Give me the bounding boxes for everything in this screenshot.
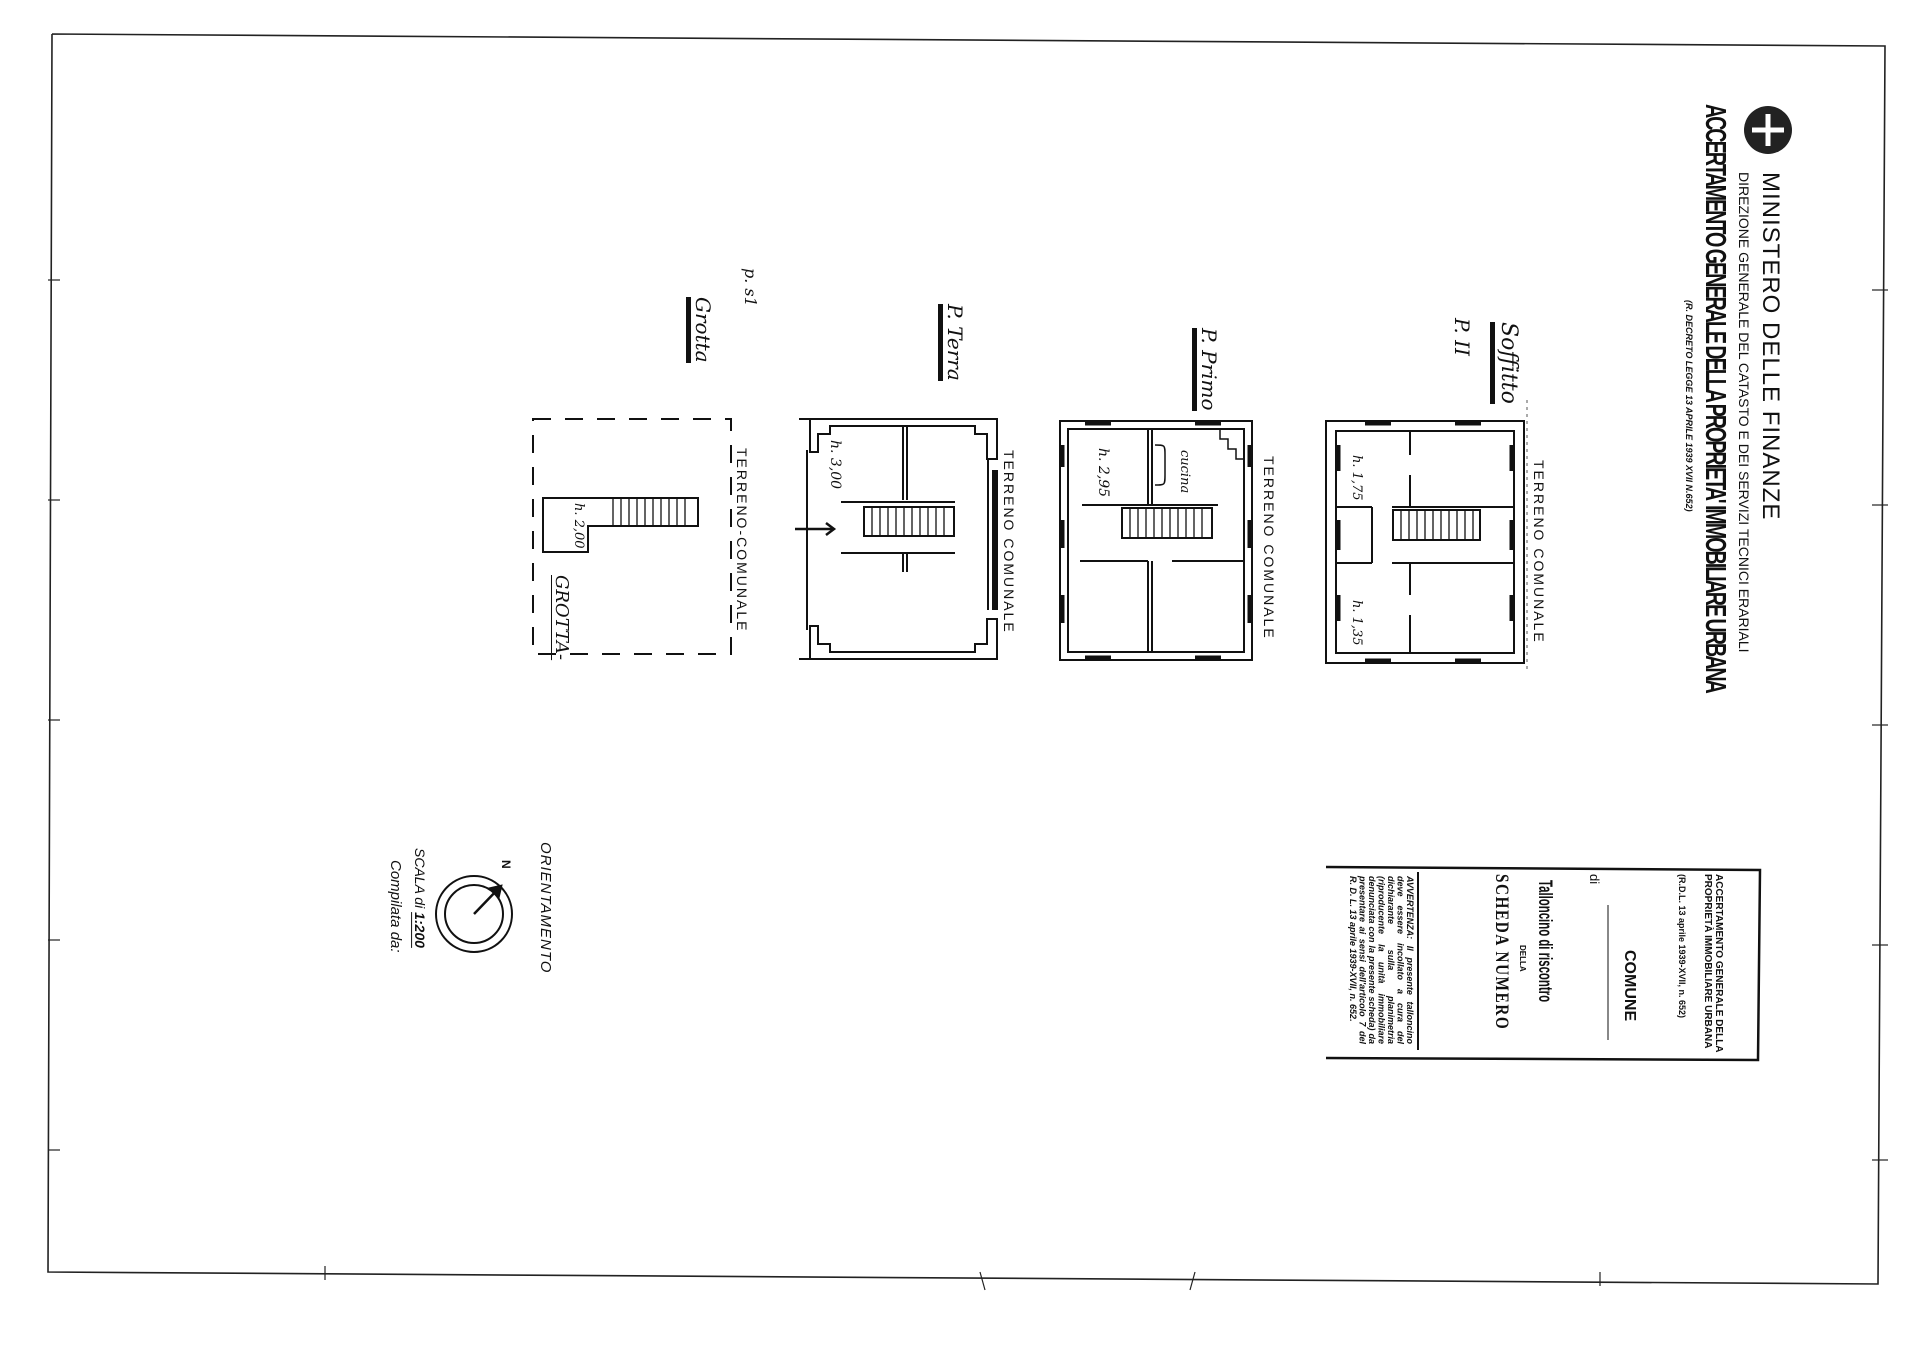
- talloncino-title: Talloncino di riscontro: [1534, 880, 1555, 1003]
- talloncino-line2: PROPRIETÀ IMMOBILIARE URBANA: [1702, 874, 1713, 1049]
- di-label: di: [1587, 874, 1602, 885]
- scale-value: 1:200: [412, 912, 428, 948]
- height-label: h. 2,00: [571, 503, 586, 549]
- document-title: ACCERTAMENTO GENERALE DELLA PROPRIETA' I…: [1699, 104, 1731, 692]
- floor-label-primo: P. Primo: [1192, 328, 1221, 411]
- height-label: h. 1,35: [1349, 600, 1364, 646]
- floor-plan-terra: [795, 418, 998, 660]
- scale-prefix: SCALA di: [412, 848, 428, 909]
- talloncino-box: [1325, 865, 1762, 1062]
- boundary-label-terra: TERRENO COMUNALE: [1001, 450, 1017, 634]
- directorate-name: DIREZIONE GENERALE DEL CATASTO E DEI SER…: [1736, 172, 1752, 653]
- ministry-name: MINISTERO DELLE FINANZE: [1757, 172, 1784, 521]
- talloncino-decree: (R.D.L. 13 aprile 1939-XVII, n. 652): [1677, 874, 1687, 1019]
- state-emblem-icon: [1744, 106, 1792, 154]
- decree-reference: (R. DECRETO LEGGE 13 APRILE 1939 XVII N.…: [1684, 300, 1694, 512]
- floor-label-soffitto: Soffitto: [1490, 322, 1521, 404]
- border-ticks: [48, 279, 1888, 1291]
- compiled-by-label: Compilata da:: [387, 860, 404, 953]
- floor-plan-grotta: [532, 418, 732, 655]
- scheda-numero-label: SCHEDA NUMERO: [1491, 874, 1512, 1031]
- floor-label-terra: P. Terra: [938, 304, 967, 381]
- boundary-label-primo: TERRENO COMUNALE: [1261, 456, 1277, 640]
- floor-plan-primo: [1059, 420, 1253, 661]
- talloncino-warning: AVVERTENZA: Il presente talloncino deve …: [1348, 876, 1415, 1044]
- orientation-label: ORIENTAMENTO: [537, 842, 554, 974]
- comune-label: COMUNE: [1621, 950, 1638, 1022]
- height-label: h. 3,00: [827, 440, 843, 490]
- floor-plan-soffitto: [1325, 420, 1525, 664]
- height-label: h. 2,95: [1095, 448, 1111, 498]
- north-label: N: [499, 860, 513, 869]
- sheet-border: [47, 33, 1886, 1285]
- boundary-label-grotta: TERRENO-COMUNALE: [734, 448, 750, 633]
- floor-sublabel-soffitto: P. II: [1450, 318, 1474, 356]
- room-label-grotta: GROTTA-: [551, 575, 572, 661]
- floor-sublabel-grotta: p. s1: [741, 268, 760, 307]
- floor-label-grotta: Grotta: [686, 297, 715, 363]
- room-label: cucina: [1177, 450, 1192, 494]
- scale-label: SCALA di 1:200: [412, 848, 428, 948]
- talloncino-line1: ACCERTAMENTO GENERALE DELLA: [1713, 874, 1724, 1053]
- della-label: DELLA: [1518, 945, 1527, 972]
- compass-north-icon: [435, 875, 513, 953]
- boundary-label-soffitto: TERRENO COMUNALE: [1531, 460, 1547, 644]
- height-label: h. 1,75: [1349, 455, 1364, 501]
